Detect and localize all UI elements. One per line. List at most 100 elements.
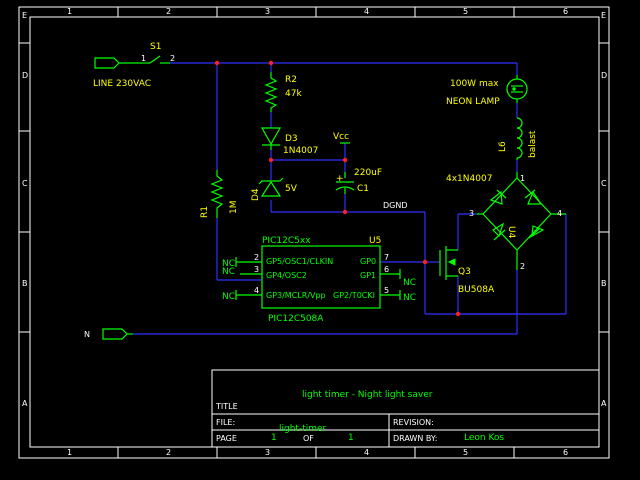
u5-pin-4-nc: NC [222,292,235,302]
switch-pin1: 1 [141,54,146,63]
bridge-pin2: 2 [520,262,525,271]
r1-ref: R1 [200,206,210,218]
page-total: 1 [348,433,354,443]
col-label-2: 2 [166,7,171,16]
revision-label: REVISION: [393,418,434,427]
d3-value: 1N4007 [283,146,318,156]
inductor-l6: L6 balast [498,117,538,160]
line-label: LINE 230VAC [93,79,151,89]
switch-pin2: 2 [170,54,175,63]
zener-d4: 5V D4 [251,177,298,201]
r2-ref: R2 [285,75,297,85]
c1-plus: + [336,174,344,184]
vcc-symbol: Vcc [333,132,350,144]
resistor-r2: R2 47k [264,72,302,112]
lamp-name: NEON LAMP [446,97,500,107]
col-label-3: 3 [265,7,270,16]
l6-ref: L6 [498,141,508,152]
col-label-1: 1 [67,7,72,16]
col-label-2-bottom: 2 [166,448,171,457]
u5-pin-5: 5 [384,286,389,295]
junction-dots [214,60,461,317]
u5-pin-3-nc: NC [222,267,235,277]
r2-value: 47k [285,89,302,99]
u5-pin-5-nc: NC [403,293,416,303]
d3-ref: D3 [285,134,298,144]
row-label-c: C [22,179,28,188]
resistor-r1: R1 1M [200,170,239,218]
q3-ref: Q3 [458,267,471,277]
u5-pin-7-name: GP0 [360,257,376,266]
r1-value: 1M [229,201,239,215]
col-label-5: 5 [463,7,468,16]
bridge-value: 4x1N4007 [446,174,492,184]
file-label: FILE: [216,418,235,427]
bridge-ref: U4 [506,226,516,239]
u5-pin-6-nc: NC [403,278,416,288]
col-label-1-bottom: 1 [67,448,72,457]
row-label-e: E [22,11,27,20]
u5-pin-4-name: GP3/MCLR/Vpp [266,291,326,300]
bridge-pin1: 1 [520,174,525,183]
d4-ref: D4 [251,188,261,201]
c1-ref: C1 [357,184,369,194]
title-label: TITLE [215,402,238,411]
switch-ref: S1 [150,42,161,52]
line-connector: LINE 230VAC [93,57,151,89]
col-label-5-bottom: 5 [463,448,468,457]
neon-lamp: 100W max NEON LAMP [446,75,528,107]
file-value: light-timer [279,424,327,434]
lamp-power: 100W max [450,79,499,89]
row-label-d-right: D [601,71,607,80]
col-label-3-bottom: 3 [265,448,270,457]
row-label-d: D [22,71,28,80]
title-block: light timer - Night light saver TITLE FI… [211,369,600,448]
dgnd-label: DGND [383,201,408,210]
u5-pin-5-name: GP2/T0CKI [333,291,375,300]
col-label-4: 4 [364,7,369,16]
drawn-by-value: Leon Kos [464,433,504,443]
row-label-e-right: E [601,11,606,20]
switch-s1: S1 1 2 [138,42,175,64]
u5-pin-2-name: GP5/OSC1/CLKIN [266,257,333,266]
u5-family: PIC12C5xx [262,236,311,246]
capacitor-c1: + 220uF C1 [335,168,382,194]
col-label-6-bottom: 6 [563,448,568,457]
bridge-pin4: 4 [557,209,562,218]
drawn-by-label: DRAWN BY: [393,434,437,443]
frame-ticks-top [19,7,609,458]
of-label: OF [303,434,314,443]
microcontroller-u5: PIC12C5xx U5 PIC12C508A 2 3 4 GP5/OSC1/C… [222,236,416,324]
vcc-label: Vcc [333,132,349,142]
q3-value: BU508A [458,285,495,295]
col-label-4-bottom: 4 [364,448,369,457]
u5-pin-6-name: GP1 [360,271,376,280]
u5-part: PIC12C508A [268,314,324,324]
neutral-connector: N [84,328,133,340]
row-label-b: B [22,279,28,288]
diode-d3: D3 1N4007 [260,127,318,156]
col-label-6: 6 [563,7,568,16]
l6-value: balast [528,130,538,158]
u5-pin-3-name: GP4/OSC2 [266,271,307,280]
u5-pin-7: 7 [384,253,389,262]
bridge-rectifier-u4: 4x1N4007 1 2 3 4 U4 [446,172,566,271]
u5-pin-6: 6 [384,265,389,274]
row-label-c-right: C [601,179,607,188]
u5-pin-3: 3 [254,265,259,274]
neutral-label: N [84,330,90,339]
c1-value: 220uF [354,168,382,178]
row-label-b-right: B [601,279,607,288]
row-label-a-right: A [601,399,607,408]
transistor-q3: Q3 BU508A [439,246,495,295]
u5-pin-4: 4 [254,286,259,295]
bridge-pin3: 3 [469,209,474,218]
u5-pin-2: 2 [254,253,259,262]
row-label-a: A [22,399,28,408]
d4-value: 5V [285,184,298,194]
page-label: PAGE [216,434,237,443]
page-number: 1 [271,433,277,443]
u5-ref: U5 [369,236,381,246]
title-value: light timer - Night light saver [302,390,433,400]
